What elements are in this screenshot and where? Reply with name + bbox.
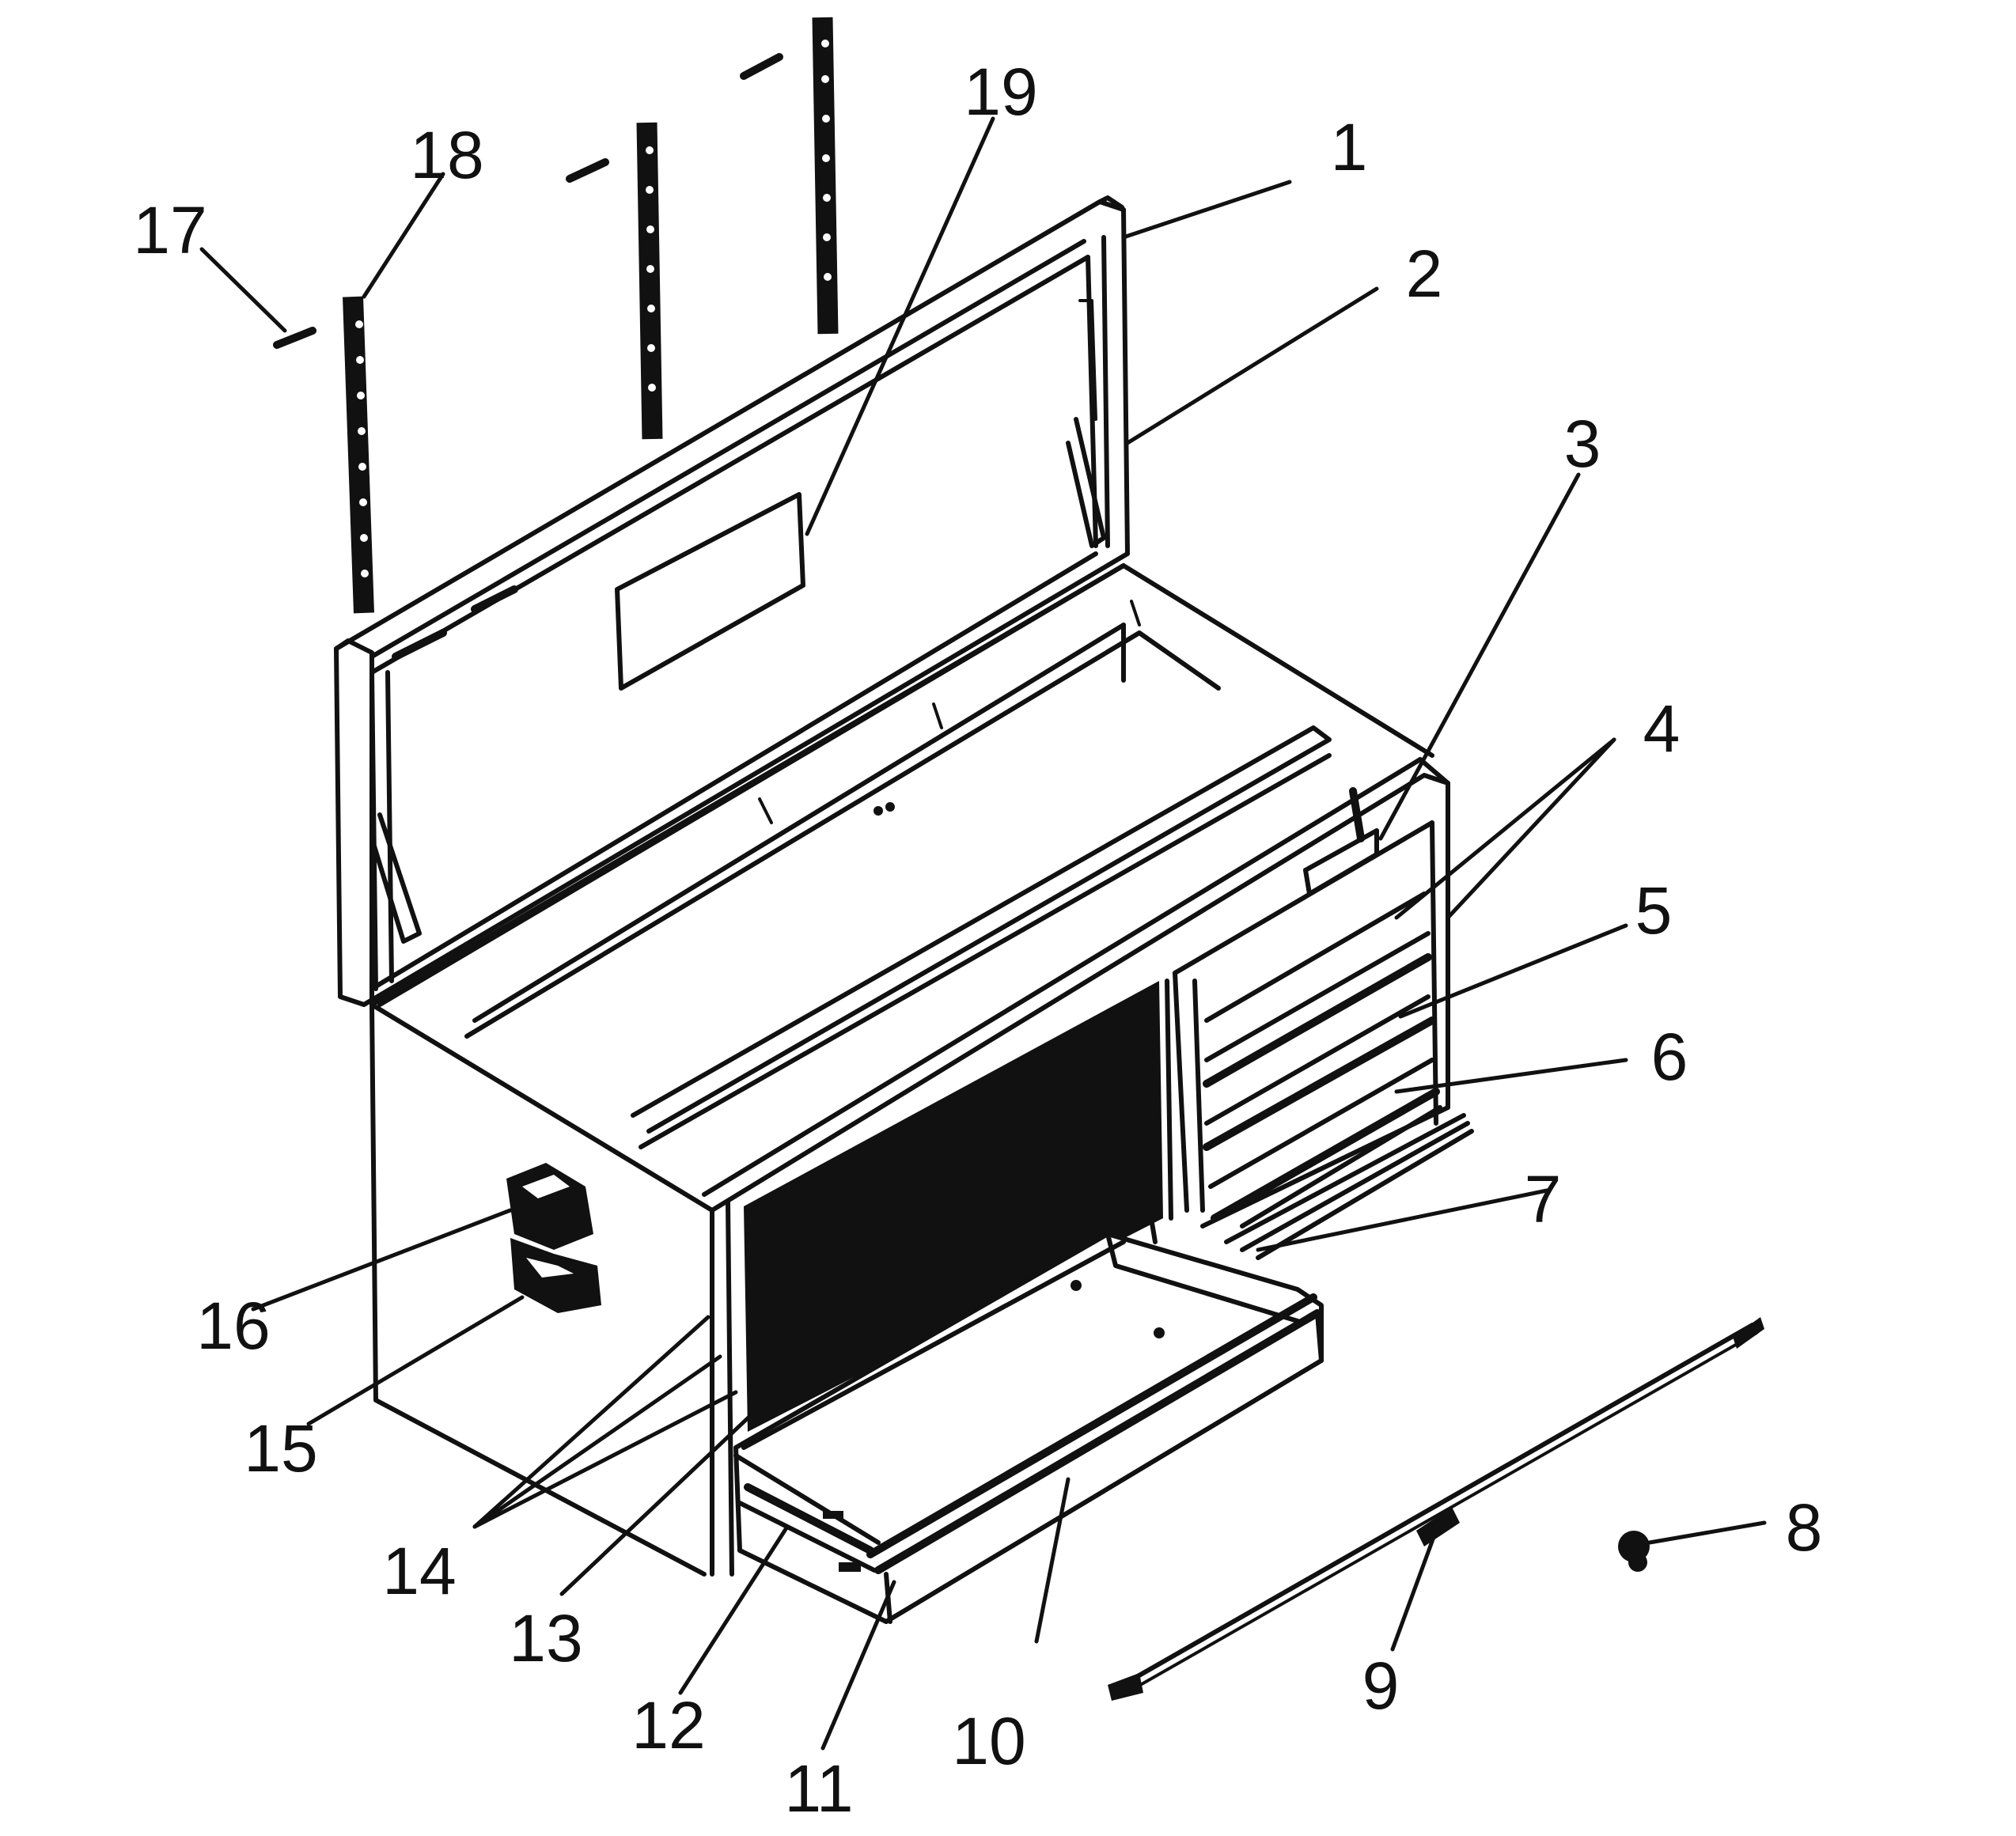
callout-15: 15 <box>244 1411 317 1486</box>
leader-lines <box>199 116 1767 1751</box>
callout-4: 4 <box>1643 691 1681 766</box>
callout-17: 17 <box>133 193 207 267</box>
callout-11: 11 <box>784 1751 853 1826</box>
callout-18: 18 <box>410 118 483 192</box>
hinge-pin-1 <box>273 327 316 349</box>
drawer-knob <box>1618 1531 1650 1572</box>
callout-2: 2 <box>1406 237 1443 311</box>
callout-13: 13 <box>509 1601 582 1675</box>
callout-labels: 1 2 3 4 5 6 7 8 9 10 11 12 13 14 15 16 1… <box>133 55 1822 1826</box>
hanger-strap-right <box>812 17 839 335</box>
callout-8: 8 <box>1786 1490 1823 1565</box>
callout-19: 19 <box>964 55 1037 129</box>
callout-10: 10 <box>952 1704 1025 1778</box>
callout-3: 3 <box>1564 407 1601 481</box>
callout-1: 1 <box>1331 110 1368 184</box>
side-handle <box>506 1163 601 1313</box>
hinge-pin-2 <box>566 158 609 183</box>
callout-14: 14 <box>382 1534 456 1608</box>
lid <box>334 195 1130 1007</box>
callout-12: 12 <box>631 1688 705 1762</box>
drawer-rod <box>1108 1317 1764 1701</box>
hanger-strap-left <box>343 296 374 614</box>
hinge-pin-3 <box>740 53 783 80</box>
label-plate <box>615 492 805 691</box>
chest-body <box>369 563 1450 1577</box>
callout-9: 9 <box>1362 1649 1400 1723</box>
callout-5: 5 <box>1635 873 1673 948</box>
hanger-strap-middle <box>636 122 663 440</box>
callout-7: 7 <box>1525 1162 1562 1236</box>
front-mesh-panel <box>744 981 1163 1432</box>
callout-6: 6 <box>1651 1020 1688 1094</box>
callout-16: 16 <box>196 1289 270 1363</box>
bottom-drawer <box>733 1113 1474 1624</box>
